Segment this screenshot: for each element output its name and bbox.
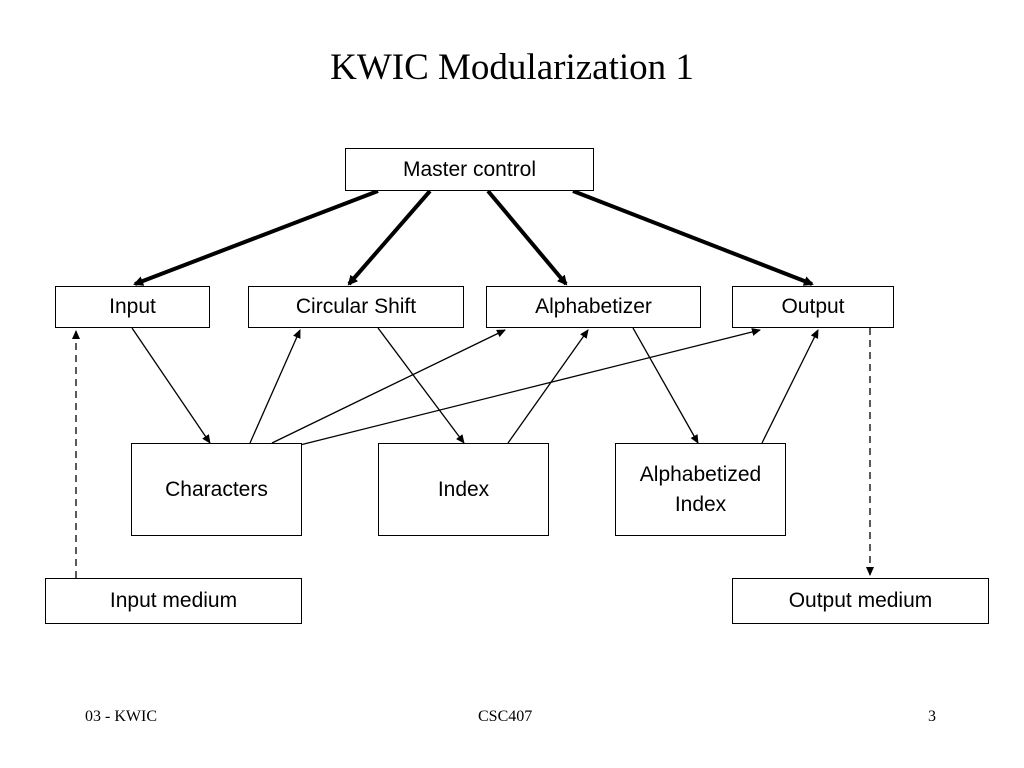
index-box: Index [378,443,549,536]
master-control-label: Master control [402,157,537,181]
output-module-box: Output [732,286,894,328]
alphabetizer-module-label: Alphabetizer [535,295,652,318]
input-medium-label: Input medium [109,589,238,612]
circular-shift-module-box: Circular Shift [248,286,464,328]
alphabetized-index-box: Alphabetized Index [615,443,786,536]
output-medium-box: Output medium [732,578,989,624]
control-arrow-output [572,189,814,286]
input-medium-box: Input medium [45,578,302,624]
alphabetizer-module-box: Alphabetizer [486,286,701,328]
control-arrow-alphabetizer [486,189,568,286]
footer-course-topic: 03 - KWIC [85,708,157,725]
index-to-alphabetizer-arrow [507,329,589,444]
output-module-label: Output [781,295,845,318]
input-module-box: Input [55,286,210,328]
alphabetized-index-label: Alphabetized Index [639,462,762,516]
control-arrow-circular-shift [347,189,432,286]
characters-box: Characters [131,443,302,536]
characters-label: Characters [165,477,268,501]
circular-shift-to-index-arrow [377,327,465,444]
input-to-characters-arrow [131,327,211,444]
control-arrow-input [133,189,379,286]
characters-to-circular-shift-arrow [249,329,301,444]
alphabetizer-to-alphabetized-index-arrow [632,327,699,444]
output-medium-label: Output medium [788,589,933,612]
footer-course-code: CSC407 [478,708,533,725]
input-module-label: Input [109,295,156,318]
index-label: Index [437,477,490,501]
slide-title: KWIC Modularization 1 [330,47,694,88]
characters-to-alphabetizer-arrow [271,329,506,444]
footer-page-number: 3 [928,708,936,725]
master-control-box: Master control [345,148,594,191]
alphabetized-index-to-output-arrow [761,329,819,444]
characters-to-output-arrow [299,328,761,446]
circular-shift-module-label: Circular Shift [295,295,417,318]
